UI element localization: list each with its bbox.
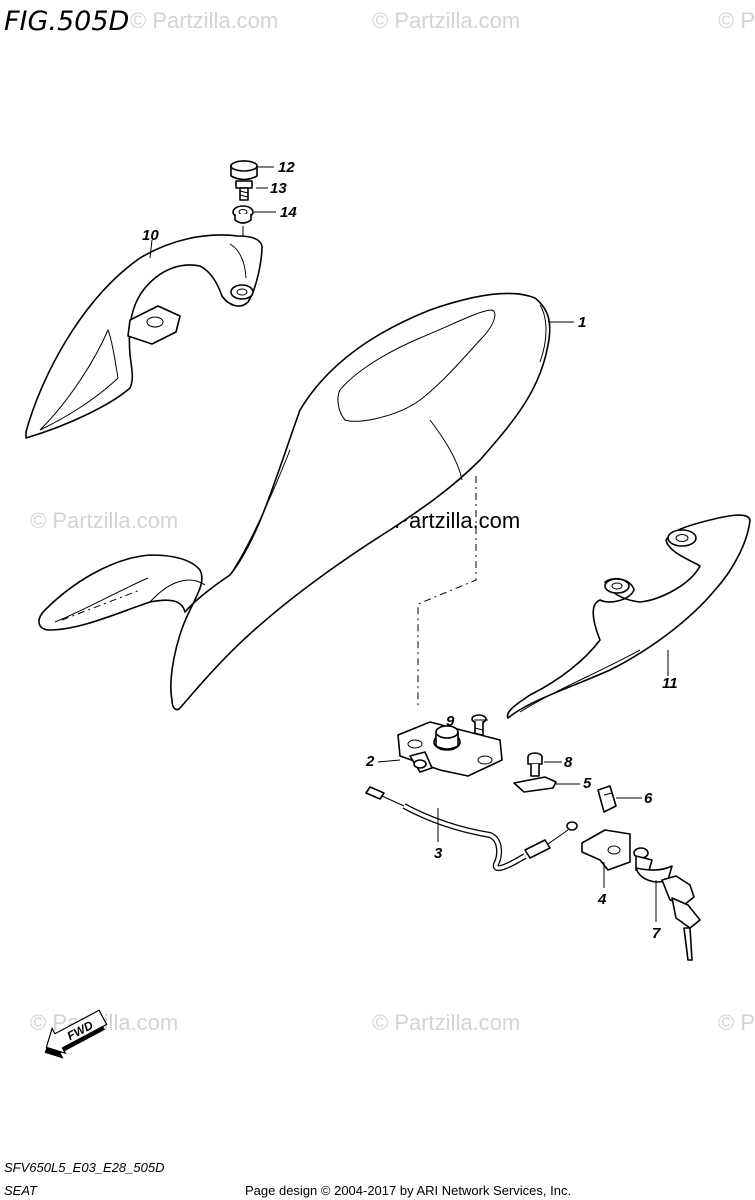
part-11-grab-handle-right[interactable] bbox=[506, 514, 751, 719]
part-13-bolt[interactable] bbox=[235, 180, 253, 201]
watermark-bottom-center: © Partzilla.com bbox=[372, 1010, 520, 1035]
part-7-lock-keys[interactable] bbox=[633, 847, 701, 961]
part-5-clip[interactable] bbox=[513, 776, 557, 793]
callout-11: 11 bbox=[662, 675, 678, 692]
callout-12: 12 bbox=[278, 159, 295, 176]
part-2-seat-latch[interactable] bbox=[397, 721, 503, 777]
watermark-bottom-right: © Partzilla.com bbox=[718, 1010, 755, 1035]
watermark-top-left: © Partzilla.com bbox=[130, 8, 278, 33]
callout-9: 9 bbox=[446, 713, 455, 730]
callouts: 12 13 14 10 1 11 9 2 8 5 6 3 4 7 bbox=[142, 159, 678, 942]
callout-1: 1 bbox=[578, 314, 586, 331]
part-4-bracket[interactable] bbox=[581, 829, 631, 871]
callout-5: 5 bbox=[583, 775, 592, 792]
callout-2: 2 bbox=[365, 753, 375, 770]
part-10-grab-handle-left[interactable] bbox=[25, 234, 263, 439]
figure-title: FIG.505D bbox=[4, 6, 129, 37]
callout-7: 7 bbox=[652, 925, 661, 942]
callout-14: 14 bbox=[280, 204, 297, 221]
part-12-cap[interactable] bbox=[230, 160, 258, 181]
part-1-seat[interactable] bbox=[38, 292, 551, 711]
watermark-top-right: © Partzilla.com bbox=[718, 8, 755, 33]
figure-name: SEAT bbox=[4, 1183, 38, 1198]
part-14-collar[interactable] bbox=[232, 205, 254, 224]
callout-4: 4 bbox=[597, 891, 607, 908]
callout-6: 6 bbox=[644, 790, 653, 807]
watermark-top-center: © Partzilla.com bbox=[372, 8, 520, 33]
callout-10: 10 bbox=[142, 227, 159, 244]
part-3-cable[interactable] bbox=[365, 786, 578, 872]
callout-13: 13 bbox=[270, 180, 287, 197]
figure-code: SFV650L5_E03_E28_505D bbox=[4, 1160, 164, 1175]
footer-copyright: Page design © 2004-2017 by ARI Network S… bbox=[245, 1183, 571, 1198]
part-6-clamp[interactable] bbox=[597, 785, 617, 813]
leader-lines bbox=[149, 166, 669, 922]
watermark-mid-left: © Partzilla.com bbox=[30, 508, 178, 533]
callout-8: 8 bbox=[564, 754, 573, 771]
callout-3: 3 bbox=[434, 845, 443, 862]
part-8-bolt[interactable] bbox=[527, 752, 543, 777]
